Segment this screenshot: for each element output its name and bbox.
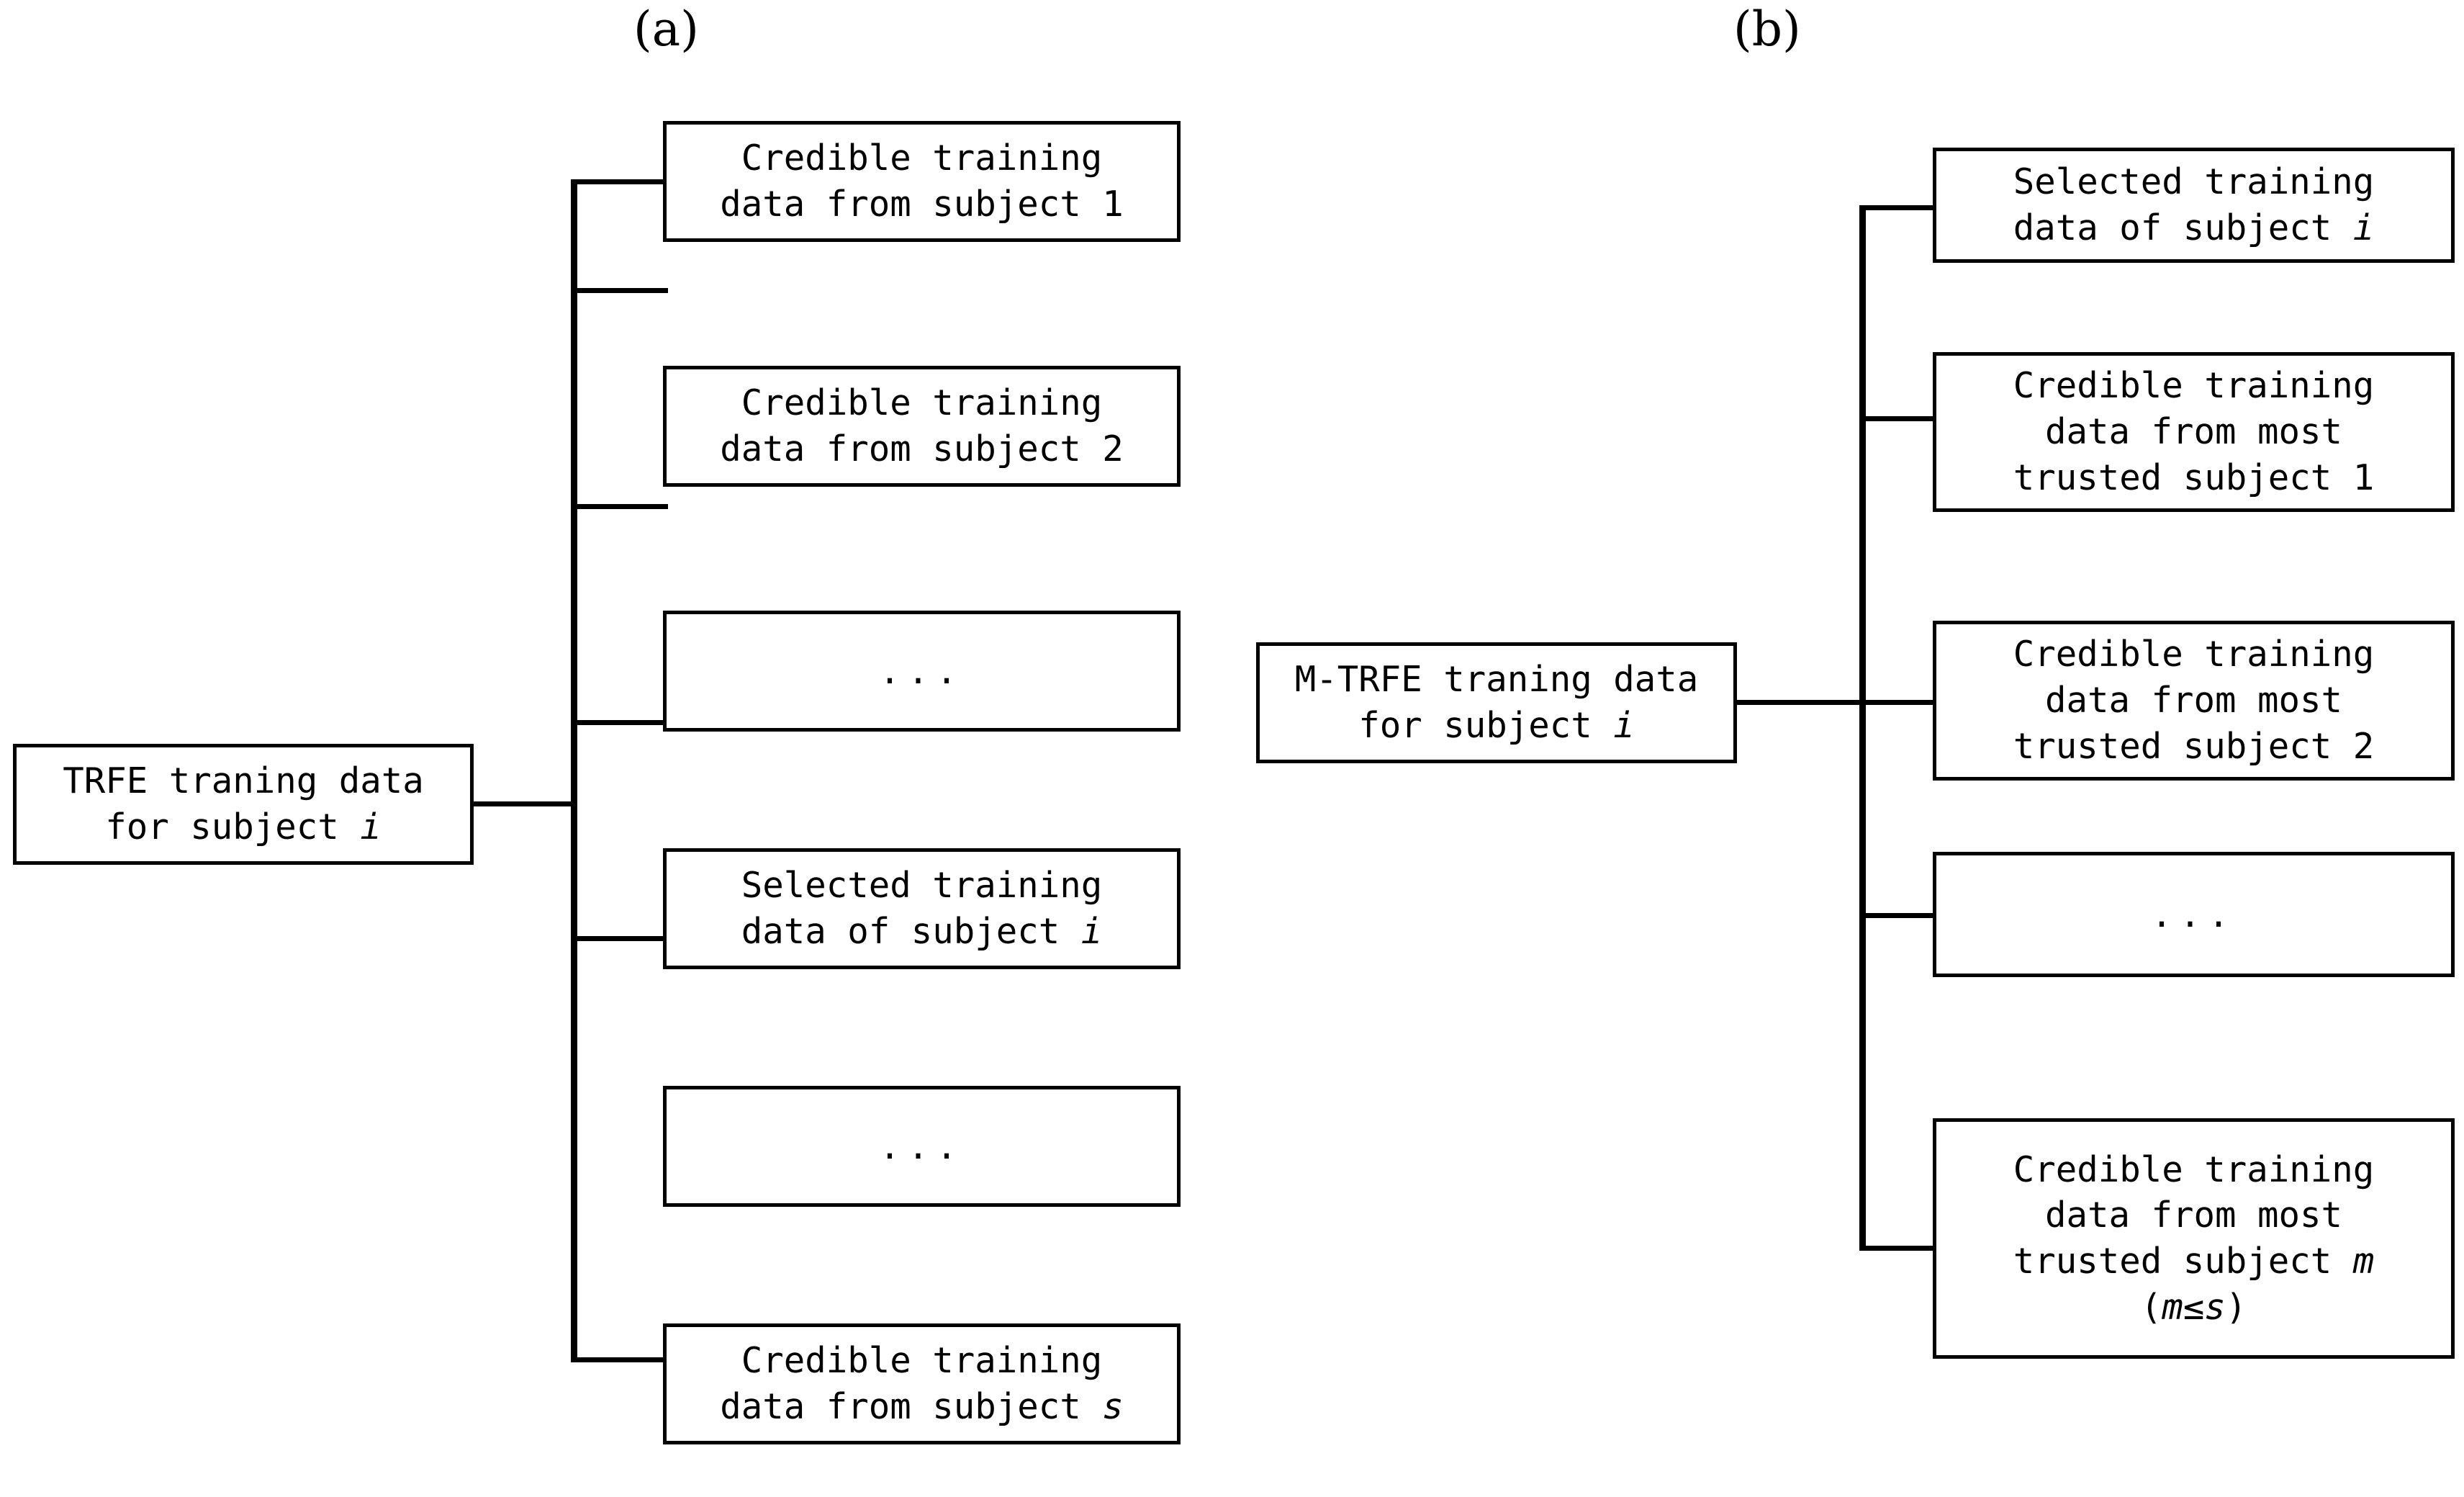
ellipsis-icon: ... bbox=[879, 1125, 965, 1167]
panel-label-b: (b) bbox=[1733, 1, 1801, 57]
node-a-root-line-1: TRFE traning data bbox=[63, 760, 424, 802]
node-b-child-5-constraint: (m≤s) bbox=[2141, 1285, 2247, 1331]
node-b-child-5-subject-var: m bbox=[2352, 1241, 2375, 1282]
node-b-root: M-TRFE traning data for subject i bbox=[1256, 642, 1737, 763]
node-a-child-1: Credible training data from subject 1 bbox=[663, 121, 1181, 242]
connector-b-branch-3 bbox=[1859, 700, 1937, 705]
node-a-child-4-line-2: data of subject i bbox=[741, 909, 1103, 955]
node-a-child-2-line-1: Credible training bbox=[741, 382, 1103, 424]
node-a-root: TRFE traning data for subject i bbox=[13, 744, 474, 865]
connector-a-branch-6 bbox=[571, 1357, 668, 1362]
node-a-root-line-2: for subject i bbox=[105, 804, 382, 850]
node-a-child-4-line-2-text: data of subject bbox=[741, 911, 1081, 952]
node-b-child-1-subject-var: i bbox=[2352, 207, 2375, 248]
node-b-child-2-line-2: data from most bbox=[2044, 411, 2342, 453]
node-a-child-6-subject-var: s bbox=[1102, 1386, 1124, 1427]
node-b-root-line-1: M-TRFE traning data bbox=[1294, 659, 1699, 701]
connector-a-root-stem bbox=[474, 801, 576, 806]
constraint-var-m: m bbox=[2162, 1286, 2183, 1328]
connector-b-branch-2 bbox=[1859, 416, 1937, 421]
node-b-root-line-2-text: for subject bbox=[1358, 705, 1614, 746]
node-b-child-5-line-2: data from most bbox=[2044, 1195, 2342, 1236]
node-b-child-5-line-3-text: trusted subject bbox=[2013, 1241, 2353, 1282]
connector-a-branch-1 bbox=[571, 179, 668, 184]
constraint-close-paren: ) bbox=[2225, 1286, 2247, 1328]
node-b-child-3-line-2: data from most bbox=[2044, 680, 2342, 721]
connector-b-branch-5 bbox=[1859, 1246, 1937, 1251]
constraint-open-paren: ( bbox=[2140, 1286, 2162, 1328]
connector-a-branch-5 bbox=[571, 936, 668, 941]
constraint-operator: ≤ bbox=[2183, 1286, 2205, 1328]
ellipsis-icon: ... bbox=[2151, 894, 2237, 935]
node-a-child-5-ellipsis: ... bbox=[663, 1086, 1181, 1207]
node-a-child-4: Selected training data of subject i bbox=[663, 848, 1181, 969]
node-b-child-2: Credible training data from most trusted… bbox=[1933, 352, 2455, 512]
connector-b-trunk bbox=[1859, 205, 1866, 1251]
connector-a-branch-4 bbox=[571, 720, 668, 725]
node-a-child-6-line-1: Credible training bbox=[741, 1340, 1103, 1382]
node-a-child-4-subject-var: i bbox=[1080, 911, 1103, 952]
node-b-child-4-ellipsis: ... bbox=[1933, 852, 2455, 977]
node-b-child-3-line-1: Credible training bbox=[2013, 634, 2375, 675]
node-a-child-4-line-1: Selected training bbox=[741, 865, 1103, 907]
constraint-var-s: s bbox=[2204, 1286, 2226, 1328]
connector-b-branch-1 bbox=[1859, 205, 1937, 210]
node-b-child-5-line-1: Credible training bbox=[2013, 1148, 2375, 1190]
panel-label-a: (a) bbox=[633, 1, 699, 57]
node-b-child-5: Credible training data from most trusted… bbox=[1933, 1118, 2455, 1359]
node-b-child-1: Selected training data of subject i bbox=[1933, 148, 2455, 263]
node-b-child-3-line-3: trusted subject 2 bbox=[2013, 725, 2375, 767]
node-a-root-line-2-text: for subject bbox=[105, 806, 361, 848]
node-a-root-subject-var: i bbox=[360, 806, 382, 848]
node-a-child-2: Credible training data from subject 2 bbox=[663, 366, 1181, 487]
node-a-child-6-line-2: data from subject s bbox=[720, 1384, 1124, 1430]
connector-b-root-stem bbox=[1737, 700, 1864, 705]
node-b-child-2-line-1: Credible training bbox=[2013, 365, 2375, 407]
node-a-child-1-line-2: data from subject 1 bbox=[720, 184, 1124, 225]
connector-a-branch-2 bbox=[571, 288, 668, 293]
node-a-child-1-line-1: Credible training bbox=[741, 138, 1103, 179]
node-b-child-1-line-2-text: data of subject bbox=[2013, 207, 2353, 248]
node-b-child-1-line-1: Selected training bbox=[2013, 161, 2375, 203]
node-a-child-6-line-2-text: data from subject bbox=[720, 1386, 1103, 1427]
node-b-child-5-line-3: trusted subject m bbox=[2013, 1238, 2375, 1285]
node-b-root-subject-var: i bbox=[1613, 705, 1635, 746]
node-a-child-6: Credible training data from subject s bbox=[663, 1323, 1181, 1444]
node-b-child-3: Credible training data from most trusted… bbox=[1933, 621, 2455, 781]
node-a-child-2-line-2: data from subject 2 bbox=[720, 428, 1124, 469]
node-b-child-1-line-2: data of subject i bbox=[2013, 205, 2375, 251]
connector-a-trunk bbox=[571, 179, 577, 1362]
node-b-root-line-2: for subject i bbox=[1358, 703, 1635, 749]
ellipsis-icon: ... bbox=[879, 650, 965, 692]
connector-b-branch-4 bbox=[1859, 913, 1937, 918]
node-a-child-3-ellipsis: ... bbox=[663, 611, 1181, 732]
node-b-child-2-line-3: trusted subject 1 bbox=[2013, 457, 2375, 498]
connector-a-branch-3 bbox=[571, 504, 668, 509]
